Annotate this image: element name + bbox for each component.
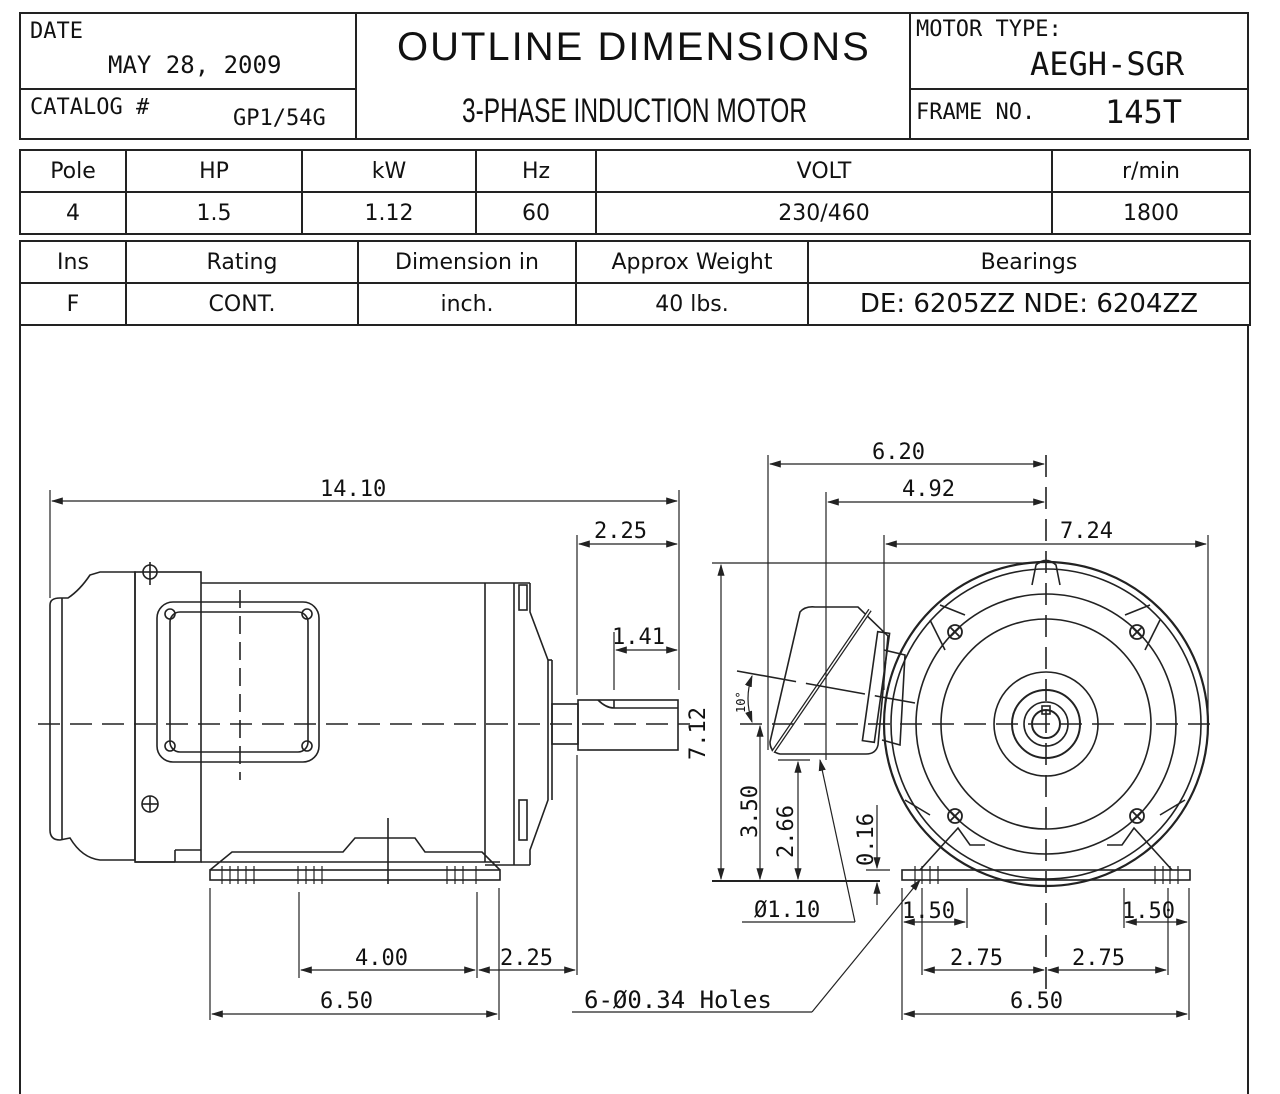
frame-value: 145T bbox=[1105, 93, 1183, 131]
title-divider-left bbox=[355, 12, 357, 140]
dim-overall-height: 7.12 bbox=[686, 707, 711, 760]
title-hline-right bbox=[909, 88, 1249, 90]
value-rating: CONT. bbox=[125, 282, 359, 326]
date-label: DATE bbox=[30, 19, 83, 44]
header-pole: Pole bbox=[19, 149, 127, 193]
date-value: MAY 28, 2009 bbox=[108, 51, 282, 79]
drawing-title: OUTLINE DIMENSIONS bbox=[397, 25, 871, 69]
dim-hole-half-right: 2.75 bbox=[1072, 946, 1125, 971]
header-bearings: Bearings bbox=[807, 240, 1251, 284]
dim-key-length: 1.41 bbox=[612, 625, 665, 650]
value-dimension: inch. bbox=[357, 282, 577, 326]
header-kw: kW bbox=[301, 149, 477, 193]
header-rpm: r/min bbox=[1051, 149, 1251, 193]
value-rpm: 1800 bbox=[1051, 191, 1251, 235]
dim-foot-width: 6.50 bbox=[1010, 989, 1063, 1014]
value-hp: 1.5 bbox=[125, 191, 303, 235]
title-hline-left bbox=[19, 88, 356, 90]
header-hz: Hz bbox=[475, 149, 597, 193]
dim-frame-diameter: 7.24 bbox=[1060, 519, 1113, 544]
spec-table-electrical: Pole HP kW Hz VOLT r/min 4 1.5 1.12 60 2… bbox=[19, 149, 1251, 235]
spec-table-mechanical: Ins Rating Dimension in Approx Weight Be… bbox=[19, 240, 1251, 326]
end-view-dimensions bbox=[572, 455, 1209, 1020]
value-weight: 40 lbs. bbox=[575, 282, 809, 326]
dim-shaft-extension: 2.25 bbox=[594, 519, 647, 544]
value-kw: 1.12 bbox=[301, 191, 477, 235]
catalog-label: CATALOG # bbox=[30, 95, 150, 120]
drawing-subtitle: 3-PHASE INDUCTION MOTOR bbox=[462, 92, 808, 130]
dim-conduit-offset-inner: 4.92 bbox=[902, 477, 955, 502]
dim-shaft-height: 3.50 bbox=[738, 785, 763, 838]
header-ins: Ins bbox=[19, 240, 127, 284]
catalog-value: GP1/54G bbox=[233, 106, 326, 131]
value-hz: 60 bbox=[475, 191, 597, 235]
dim-shoulder-to-hole: 2.25 bbox=[500, 946, 553, 971]
value-bearings: DE: 6205ZZ NDE: 6204ZZ bbox=[807, 282, 1251, 326]
motor-type-label: MOTOR TYPE: bbox=[916, 17, 1062, 42]
frame-label: FRAME NO. bbox=[916, 100, 1036, 125]
title-block bbox=[19, 12, 1249, 140]
dim-hole-half-left: 2.75 bbox=[950, 946, 1003, 971]
dim-conduit-offset: 6.20 bbox=[872, 440, 925, 465]
header-volt: VOLT bbox=[595, 149, 1053, 193]
dim-foot-length: 6.50 bbox=[320, 989, 373, 1014]
value-pole: 4 bbox=[19, 191, 127, 235]
motor-type-value: AEGH-SGR bbox=[1030, 45, 1185, 83]
dim-conduit-height: 2.66 bbox=[774, 805, 799, 858]
end-view bbox=[736, 455, 1220, 1000]
dim-foot-hole-spacing: 4.00 bbox=[355, 946, 408, 971]
title-divider-right bbox=[909, 12, 911, 140]
side-view bbox=[38, 562, 690, 884]
dim-mounting-holes: 6-Ø0.34 Holes bbox=[584, 986, 772, 1014]
header-hp: HP bbox=[125, 149, 303, 193]
dim-foot-edge-right: 1.50 bbox=[1122, 899, 1175, 924]
value-ins: F bbox=[19, 282, 127, 326]
dim-foot-edge-left: 1.50 bbox=[902, 899, 955, 924]
dim-overall-length: 14.10 bbox=[320, 477, 387, 502]
header-rating: Rating bbox=[125, 240, 359, 284]
dim-foot-thickness: 0.16 bbox=[854, 813, 879, 866]
drawing-frame bbox=[19, 324, 1249, 1094]
side-view-dimensions bbox=[49, 490, 680, 1020]
header-dimension: Dimension in bbox=[357, 240, 577, 284]
dim-conduit-hole: Ø1.10 bbox=[754, 898, 821, 923]
dim-conduit-angle: 10° bbox=[734, 691, 748, 713]
value-volt: 230/460 bbox=[595, 191, 1053, 235]
header-weight: Approx Weight bbox=[575, 240, 809, 284]
